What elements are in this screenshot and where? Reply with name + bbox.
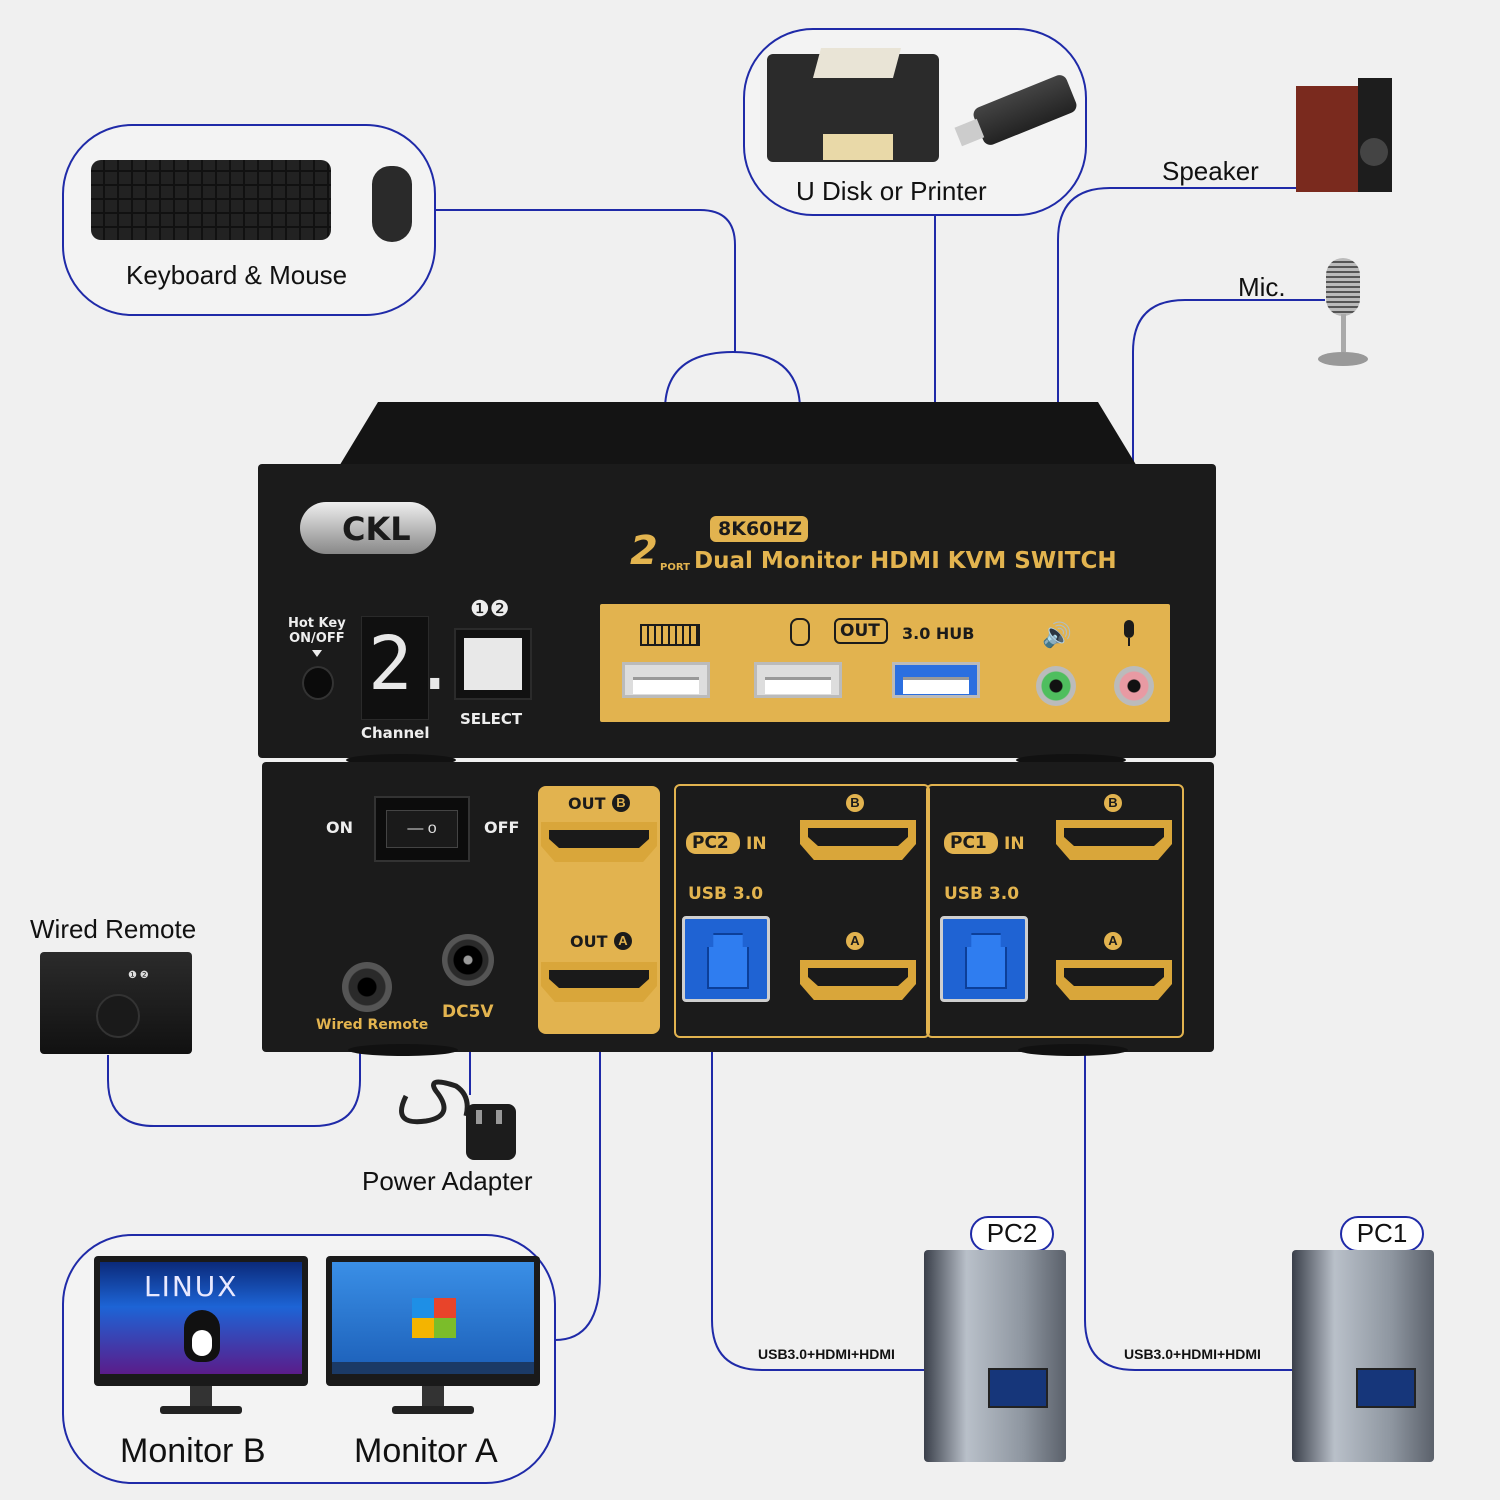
channel-digit: 2. [368, 621, 458, 707]
pc2-input-panel: PC2 IN USB 3.0 B A [674, 784, 930, 1038]
front-port-panel: OUT 3.0 HUB 🔊 [600, 604, 1170, 722]
monitor-b-label: Monitor B [120, 1432, 266, 1470]
usb-drive-icon [954, 72, 1079, 148]
monitor-a-icon [326, 1256, 540, 1414]
keyboard-mouse-label: Keyboard & Mouse [126, 260, 348, 290]
mouse-icon [372, 166, 412, 242]
ckl-logo: CKL [300, 502, 436, 554]
pc2-badge: PC2 [686, 832, 740, 854]
pc1-label: PC1 [1340, 1216, 1424, 1252]
output-panel: OUT B OUT A [538, 786, 660, 1034]
speaker-port-icon: 🔊 [1042, 622, 1072, 649]
monitors-callout: LINUX Monitor B Monitor A [62, 1234, 556, 1484]
product-title: Dual Monitor HDMI KVM SWITCH [694, 548, 1117, 574]
select-button[interactable] [454, 628, 532, 700]
pc1-b-circle-icon: B [1104, 794, 1122, 812]
mic-jack[interactable] [1114, 666, 1154, 706]
mic-label: Mic. [1238, 272, 1286, 302]
port-count: 2 [630, 528, 658, 574]
kvm-front-unit: CKL 8K60HZ 2 PORT Dual Monitor HDMI KVM … [258, 402, 1216, 766]
power-off-label: OFF [484, 818, 520, 837]
keyboard-port-icon [640, 624, 700, 646]
linux-penguin-icon [184, 1310, 220, 1362]
monitor-b-icon: LINUX [94, 1256, 308, 1414]
pc2-cable-label: USB3.0+HDMI+HDMI [758, 1346, 895, 1362]
keyboard-usb-port[interactable] [622, 662, 710, 698]
mic-port-icon [1124, 620, 1134, 638]
printer-icon [767, 48, 939, 162]
mouse-port-icon [790, 618, 810, 646]
pc2-a-circle-icon: A [846, 932, 864, 950]
power-switch[interactable]: — o [374, 796, 470, 862]
pc2-b-circle-icon: B [846, 794, 864, 812]
usb3-hub-port[interactable] [892, 662, 980, 698]
hotkey-arrow-icon [312, 650, 322, 657]
udisk-printer-callout: U Disk or Printer [743, 28, 1087, 216]
out-a-circle-icon: A [614, 932, 632, 950]
channel-display: 2. [361, 616, 457, 720]
windows-logo-icon [412, 1298, 456, 1338]
power-adapter-label: Power Adapter [362, 1166, 533, 1196]
dc5v-jack[interactable] [442, 934, 494, 986]
wired-remote-label: Wired Remote [30, 914, 197, 944]
channel-label: Channel [361, 724, 430, 742]
pc1-hdmi-b-port[interactable] [1056, 820, 1172, 860]
hotkey-label: Hot Key ON/OFF [288, 616, 346, 646]
mouse-usb-port[interactable] [754, 662, 842, 698]
wired-remote-device[interactable]: ❶ ❷ [40, 952, 192, 1054]
speaker-label: Speaker [1162, 156, 1259, 186]
speaker-icon [1296, 78, 1392, 192]
kvm-back-unit: ON — o OFF Wired Remote DC5V OUT B OUT A… [262, 762, 1214, 1056]
pc2-usb3-port[interactable] [682, 916, 770, 1002]
wired-remote-jack[interactable] [342, 962, 392, 1012]
port-word: PORT [660, 562, 690, 573]
pc1-a-circle-icon: A [1104, 932, 1122, 950]
pc1-input-panel: PC1 IN USB 3.0 B A [926, 784, 1184, 1038]
speaker-jack[interactable] [1036, 666, 1076, 706]
wired-remote-port-label: Wired Remote [316, 1017, 429, 1033]
pc2-label: PC2 [970, 1216, 1054, 1252]
power-adapter-icon [396, 1076, 526, 1166]
pc1-badge: PC1 [944, 832, 998, 854]
out-a-hdmi-port[interactable] [541, 962, 657, 1002]
dc5v-label: DC5V [442, 1002, 494, 1022]
power-on-label: ON [326, 818, 353, 837]
hub-label: 3.0 HUB [902, 624, 975, 643]
monitor-a-label: Monitor A [354, 1432, 498, 1470]
out-badge: OUT [834, 618, 888, 644]
pc2-hdmi-b-port[interactable] [800, 820, 916, 860]
pc1-cable-label: USB3.0+HDMI+HDMI [1124, 1346, 1261, 1362]
microphone-icon [1316, 258, 1370, 368]
keyboard-mouse-callout: Keyboard & Mouse [62, 124, 436, 316]
select-label: SELECT [460, 710, 523, 728]
keyboard-icon [91, 160, 331, 240]
pc1-hdmi-a-port[interactable] [1056, 960, 1172, 1000]
select-numbers: ❶❷ [470, 596, 510, 621]
udisk-printer-label: U Disk or Printer [796, 176, 987, 206]
hotkey-button[interactable] [302, 666, 334, 700]
pc2-tower-icon [924, 1250, 1066, 1462]
pc2-hdmi-a-port[interactable] [800, 960, 916, 1000]
out-b-hdmi-port[interactable] [541, 822, 657, 862]
pc1-tower-icon [1292, 1250, 1434, 1462]
pc1-usb3-port[interactable] [940, 916, 1028, 1002]
resolution-badge: 8K60HZ [710, 516, 808, 542]
out-b-circle-icon: B [612, 794, 630, 812]
